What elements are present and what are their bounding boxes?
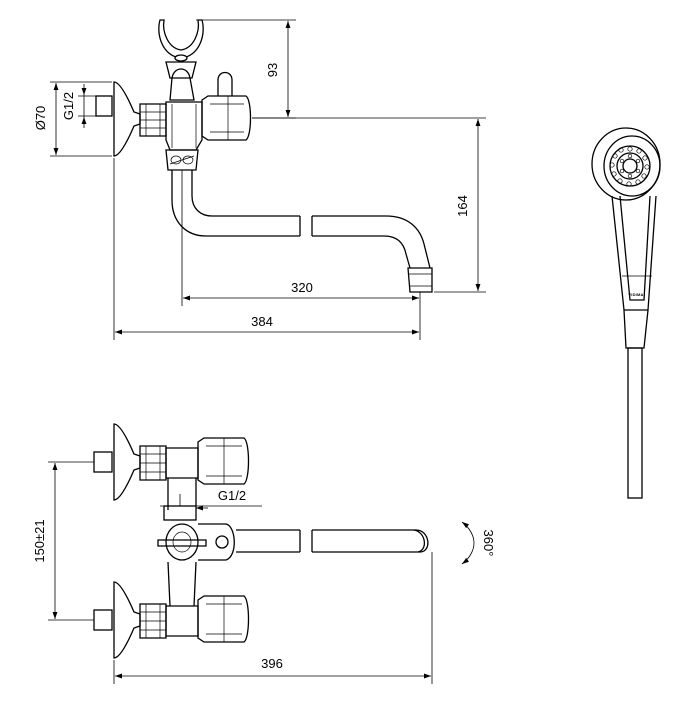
- center-distance-label: 150±21: [32, 519, 47, 562]
- holder-collar: [165, 61, 197, 79]
- diverter-lever: [157, 539, 207, 547]
- diverter-collar: [163, 505, 197, 521]
- spray-face: [609, 145, 651, 187]
- spout-plan: [312, 529, 429, 553]
- holder-stem: [169, 68, 195, 101]
- shower-hose: [627, 347, 643, 499]
- body-upper: [165, 447, 199, 479]
- aerator: [407, 267, 433, 293]
- shower-handle: [611, 195, 657, 311]
- height-93-label: 93: [265, 63, 280, 77]
- spout-outer-left: [171, 170, 300, 237]
- spout-connector: [165, 149, 199, 171]
- body-lower: [165, 605, 199, 637]
- length-320-label: 320: [291, 280, 313, 295]
- spout-inner-left: [191, 170, 300, 217]
- shower-holder-fork: [158, 19, 204, 59]
- hose-connector: [623, 309, 649, 349]
- thread-bottom-label: G1/2: [218, 488, 246, 503]
- wall-nipple-lower: [93, 609, 113, 631]
- wall-flange-lower: [113, 581, 141, 659]
- mixer-body: [165, 101, 203, 151]
- spout-swivel: [198, 523, 235, 561]
- wall-nipple-upper: [93, 451, 113, 473]
- wall-flange-upper: [113, 423, 141, 501]
- diameter-label: Ø70: [33, 106, 48, 131]
- valve-handle: [201, 95, 252, 141]
- spray-nozzles: [609, 146, 650, 187]
- hex-nut-lower: [139, 603, 167, 639]
- vertical-body: [167, 478, 197, 607]
- wall-nipple: [95, 95, 113, 117]
- wall-flange: [113, 81, 141, 157]
- length-384-label: 384: [251, 314, 273, 329]
- diverter-knob: [217, 71, 233, 96]
- diverter-housing: [165, 523, 199, 561]
- hex-nut-upper: [139, 445, 167, 481]
- rotation-arrow: [461, 521, 475, 565]
- thread-top-label: G1/2: [61, 92, 76, 120]
- spout-lower-right: [312, 235, 411, 269]
- height-164-label: 164: [455, 195, 470, 217]
- length-396-label: 396: [261, 656, 283, 671]
- rotation-label: 360°: [481, 530, 496, 557]
- handle-lower: [197, 595, 250, 643]
- hand-shower: VIDIMA: [591, 127, 661, 499]
- holder-pivot: [174, 54, 188, 62]
- plan-view: G1/2 360° 150±21 396: [32, 423, 496, 684]
- handle-upper: [197, 437, 250, 485]
- brand-mark: VIDIMA: [628, 292, 643, 297]
- side-elevation-view: Ø70 G1/2 93 164 320 384: [33, 19, 486, 340]
- spout-upper-right: [312, 215, 431, 269]
